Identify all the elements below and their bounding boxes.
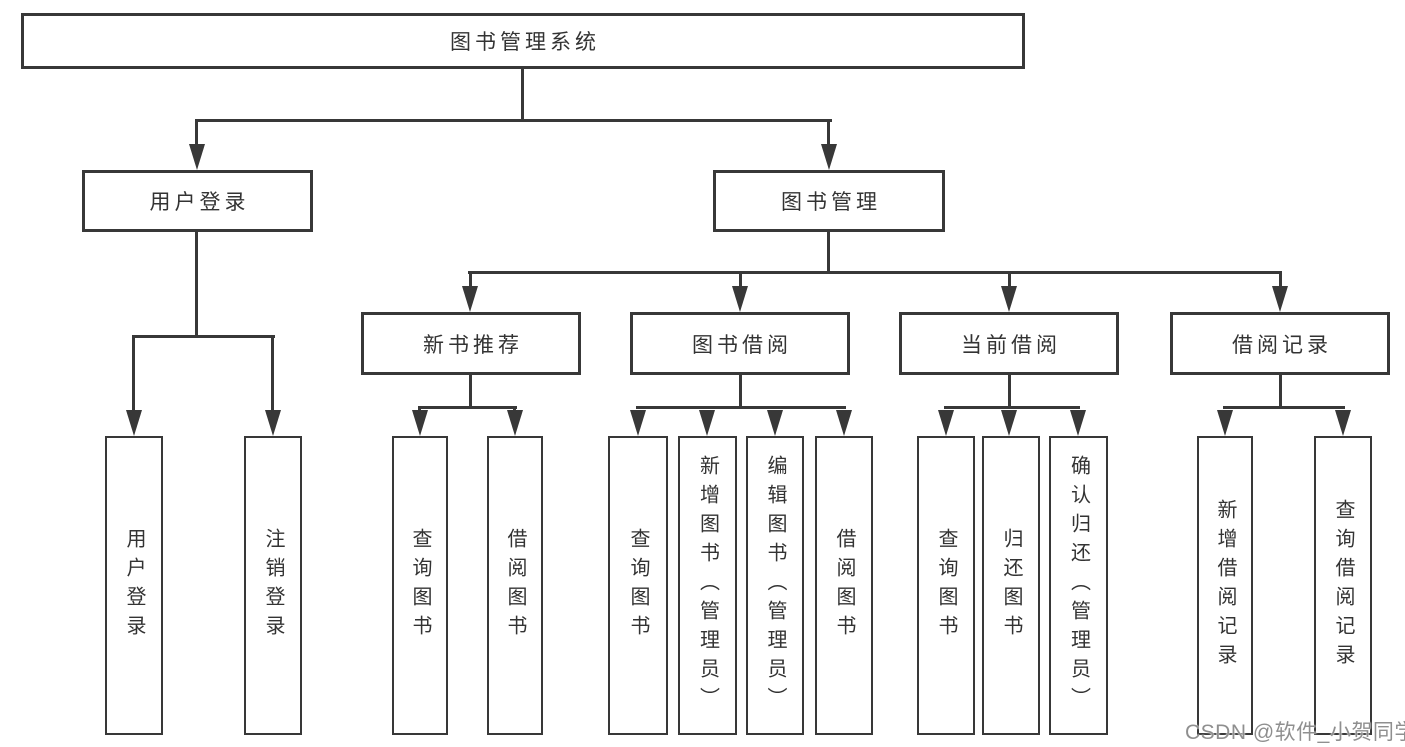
arrowhead-cb-query: [938, 410, 954, 436]
arrowhead-bb-query: [630, 410, 646, 436]
leaf-bb-borrow-books: 借阅图书: [815, 436, 873, 735]
arrowhead-nb-borrow: [507, 410, 523, 436]
connector-new-book-down: [469, 375, 472, 408]
arrowhead-user-login: [189, 144, 205, 170]
arrowhead-br-add: [1217, 410, 1233, 436]
leaf-logout: 注销登录: [244, 436, 302, 735]
connector-book-borrow-down: [739, 375, 742, 408]
leaf-br-add-record: 新增借阅记录: [1197, 436, 1253, 735]
arrowhead-bb-borrow: [836, 410, 852, 436]
connector-login-leaf-stem: [132, 335, 135, 412]
arrowhead-current-borrow: [1001, 286, 1017, 312]
connector-current-borrow-stem: [1008, 271, 1011, 288]
connector-user-login-stem: [195, 119, 198, 146]
connector-user-login-down: [195, 232, 198, 336]
leaf-cb-query-books: 查询图书: [917, 436, 975, 735]
arrowhead-cb-return: [1001, 410, 1017, 436]
arrowhead-cb-confirm: [1070, 410, 1086, 436]
leaf-nb-borrow-books: 借阅图书: [487, 436, 543, 735]
leaf-bb-query-books-label: 查询图书: [627, 527, 649, 644]
node-book-management: 图书管理: [713, 170, 945, 232]
connector-logout-leaf-stem: [271, 335, 274, 412]
leaf-nb-query-books-label: 查询图书: [409, 527, 431, 644]
node-root-library-system: 图书管理系统: [21, 13, 1025, 69]
leaf-bb-query-books: 查询图书: [608, 436, 668, 735]
arrowhead-book-borrow: [732, 286, 748, 312]
leaf-br-add-record-label: 新增借阅记录: [1214, 498, 1236, 673]
connector-new-book-stem: [469, 271, 472, 288]
connector-user-login-rail: [132, 335, 275, 338]
leaf-bb-edit-books-admin: 编辑图书（管理员）: [746, 436, 804, 735]
connector-current-borrow-rail: [944, 406, 1080, 409]
arrowhead-nb-query: [412, 410, 428, 436]
arrowhead-borrow-record: [1272, 286, 1288, 312]
node-book-borrow: 图书借阅: [630, 312, 850, 375]
node-new-book-recommend: 新书推荐: [361, 312, 581, 375]
connector-book-mgmt-down: [827, 232, 830, 273]
connector-borrow-record-rail: [1223, 406, 1345, 409]
arrowhead-bb-edit: [767, 410, 783, 436]
leaf-cb-return-books: 归还图书: [982, 436, 1040, 735]
connector-book-borrow-stem: [739, 271, 742, 288]
leaf-cb-return-books-label: 归还图书: [1000, 527, 1022, 644]
leaf-user-login: 用户登录: [105, 436, 163, 735]
node-current-borrow: 当前借阅: [899, 312, 1119, 375]
leaf-bb-add-books-admin-label: 新增图书（管理员）: [696, 455, 719, 716]
connector-level2-rail: [195, 119, 832, 122]
csdn-watermark: CSDN @软件_小贺同学: [1185, 721, 1405, 744]
connector-borrow-record-down: [1279, 375, 1282, 408]
leaf-cb-confirm-return-admin-label: 确认归还（管理员）: [1067, 455, 1090, 716]
arrowhead-br-query: [1335, 410, 1351, 436]
connector-borrow-record-stem: [1279, 271, 1282, 288]
arrowhead-login-leaf: [126, 410, 142, 436]
connector-root-stem: [521, 69, 524, 119]
connector-current-borrow-down: [1008, 375, 1011, 408]
leaf-bb-edit-books-admin-label: 编辑图书（管理员）: [764, 455, 786, 716]
arrowhead-logout-leaf: [265, 410, 281, 436]
connector-level3-rail: [468, 271, 1282, 274]
connector-new-book-rail: [418, 406, 517, 409]
leaf-logout-label: 注销登录: [262, 527, 284, 644]
connector-book-mgmt-stem: [827, 119, 830, 146]
connector-book-borrow-rail: [636, 406, 846, 409]
arrowhead-new-book: [462, 286, 478, 312]
node-user-login: 用户登录: [82, 170, 313, 232]
leaf-br-query-record: 查询借阅记录: [1314, 436, 1372, 735]
leaf-bb-add-books-admin: 新增图书（管理员）: [678, 436, 737, 735]
leaf-bb-borrow-books-label: 借阅图书: [833, 527, 855, 644]
arrowhead-book-mgmt: [821, 144, 837, 170]
leaf-cb-query-books-label: 查询图书: [935, 527, 957, 644]
node-borrow-record: 借阅记录: [1170, 312, 1390, 375]
leaf-user-login-label: 用户登录: [123, 527, 145, 644]
leaf-nb-borrow-books-label: 借阅图书: [504, 527, 526, 644]
arrowhead-bb-add: [699, 410, 715, 436]
leaf-nb-query-books: 查询图书: [392, 436, 448, 735]
leaf-cb-confirm-return-admin: 确认归还（管理员）: [1049, 436, 1108, 735]
leaf-br-query-record-label: 查询借阅记录: [1332, 498, 1354, 673]
